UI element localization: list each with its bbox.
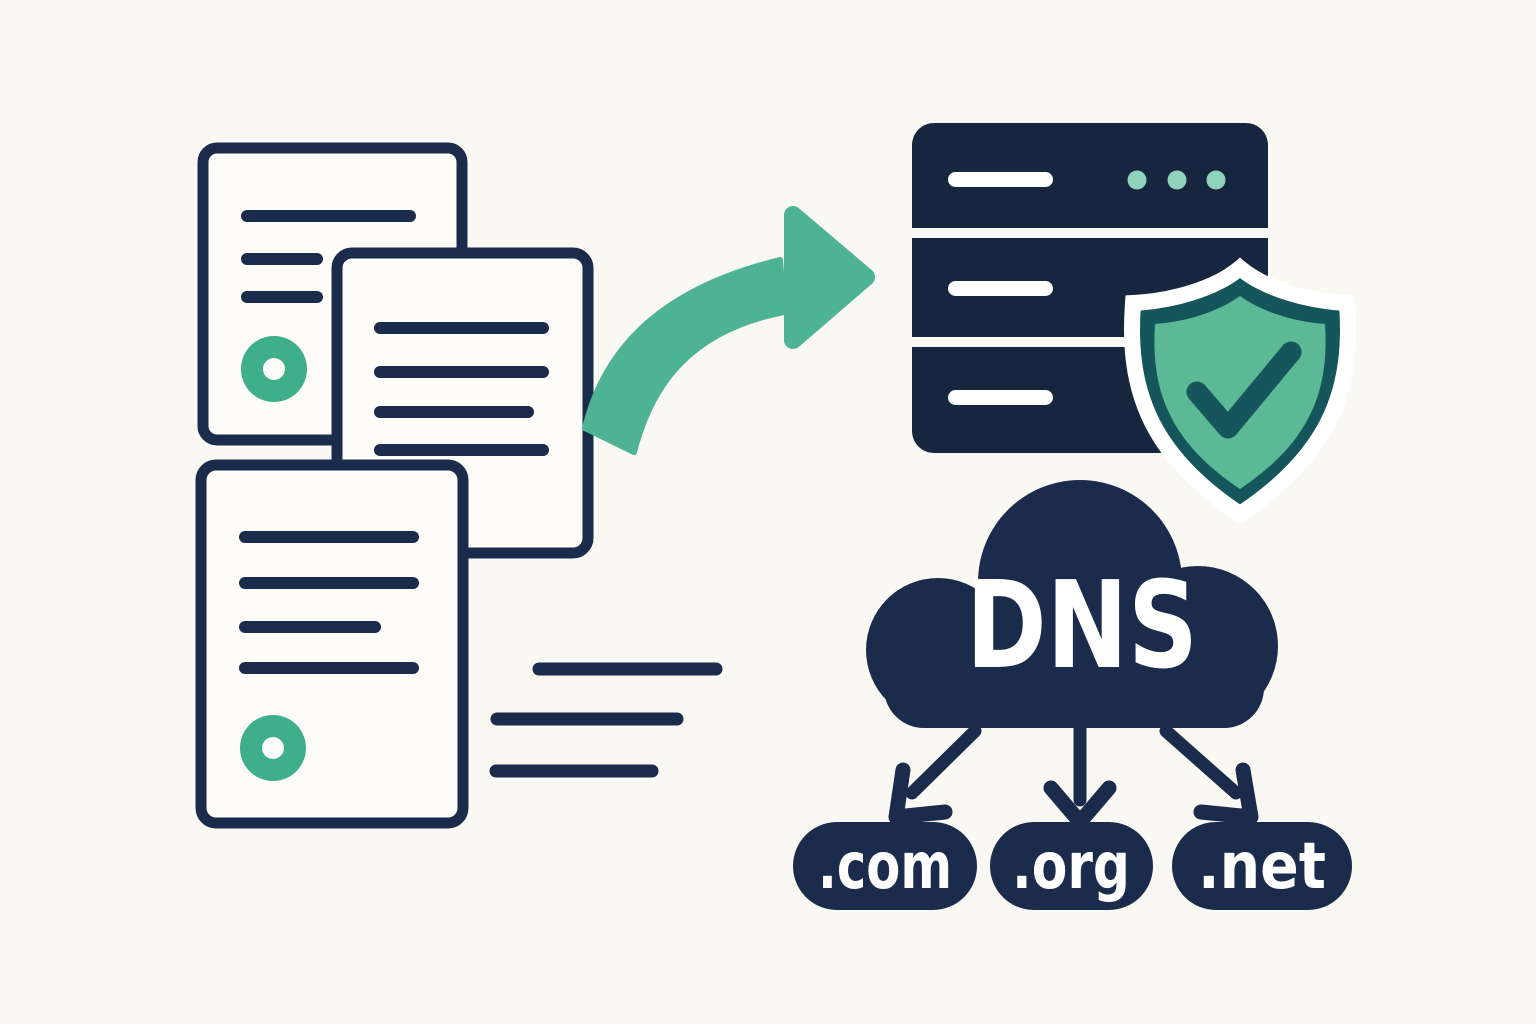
- pill-background: [793, 822, 977, 910]
- status-dot: [1206, 170, 1226, 190]
- server-separator: [904, 228, 1276, 238]
- pill-background: [1172, 822, 1352, 910]
- server-slot-line: [948, 390, 1053, 405]
- arrow-head-right: [1193, 762, 1259, 825]
- curved-transfer-arrow-icon: [582, 206, 875, 455]
- document-front-page: [195, 459, 469, 829]
- arrow-stem-left: [905, 724, 982, 800]
- document-stack-icon: [195, 142, 723, 829]
- server-slot-line: [948, 172, 1053, 187]
- domain-pill-org: .org: [990, 822, 1153, 910]
- cloud-base: [884, 592, 1264, 728]
- check-icon: [1186, 341, 1302, 439]
- arrow-band: [582, 257, 787, 455]
- cloud-label: DNS: [966, 557, 1198, 696]
- domain-pill-com: .com: [793, 822, 977, 910]
- dns-cloud-icon: DNS: [866, 480, 1278, 728]
- domain-pill-net: .net: [1172, 822, 1352, 910]
- status-dot: [1127, 170, 1147, 190]
- document-front: [195, 459, 469, 829]
- domain-label: .org: [1012, 830, 1130, 904]
- domain-label: .net: [1198, 830, 1326, 904]
- pill-background: [990, 822, 1153, 910]
- arrow-head: [784, 206, 875, 349]
- record-badge-hole: [262, 737, 284, 759]
- arrow-head-left: [888, 762, 953, 825]
- motion-lines: [489, 662, 723, 778]
- server-separator: [904, 337, 1276, 347]
- shield-check-icon: [1124, 257, 1356, 524]
- domain-pills: .com .org .net: [793, 822, 1352, 910]
- record-badge-hole: [263, 358, 285, 380]
- domain-arrows: [888, 721, 1259, 830]
- server-slot-line: [948, 281, 1053, 296]
- domain-label: .com: [818, 830, 952, 904]
- shield-face: [1154, 296, 1326, 489]
- arrow-stem-right: [1159, 724, 1243, 800]
- status-dot: [1167, 170, 1187, 190]
